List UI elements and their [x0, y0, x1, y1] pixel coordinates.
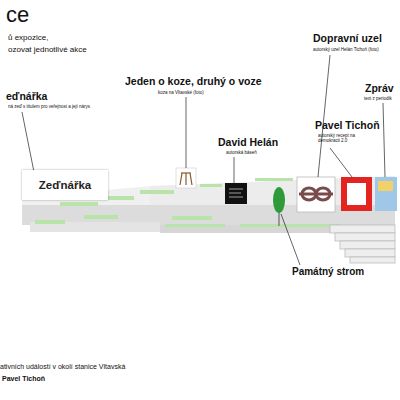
- tree-crown: [273, 187, 285, 213]
- exhibit-note: ná zeď s titulem pro veřejnost a její ná…: [8, 104, 90, 109]
- exhibit-title: Dopravní uzel: [313, 32, 382, 44]
- intro-text: ů expozice,: [8, 33, 48, 42]
- knot-photo: [297, 177, 335, 212]
- exhibit-title: Zpráv: [365, 82, 394, 94]
- exhibit-title: David Helán: [218, 136, 278, 148]
- goat-photo: [176, 168, 196, 188]
- footer-author: Pavel Tichoň: [2, 375, 45, 383]
- footer-text: ativních událostí v okolí stanice Vltavs…: [0, 363, 125, 371]
- exhibit-note: autorský uzel Helán Tichoň (foto): [313, 47, 379, 52]
- intro-text: ozovat jednotlivé akce: [8, 45, 87, 54]
- page-title: ce: [6, 2, 29, 27]
- exhibit-title: Pavel Tichoň: [315, 119, 380, 131]
- exhibit-note: autorská báseň: [226, 150, 257, 155]
- exhibit-note: text z periodik: [364, 96, 392, 101]
- poem-board: [225, 183, 247, 204]
- recipe-board: [341, 177, 372, 211]
- knot: [299, 188, 333, 200]
- panel-title: Zeďnářka: [39, 179, 91, 191]
- poem-lines: [229, 189, 243, 197]
- leader-lines: [22, 55, 385, 265]
- news-board: [375, 177, 397, 211]
- exhibit-title: eďnářka: [6, 90, 47, 102]
- goat-figure: [180, 173, 192, 185]
- stairs: [330, 225, 395, 263]
- exhibit-note: autorský recept na demokracii 2.0: [318, 133, 366, 143]
- exhibit-title: Památný strom: [292, 266, 364, 278]
- exhibit-note: koza na Vltavské (foto): [158, 90, 204, 95]
- exhibit-title: Jeden o koze, druhý o voze: [125, 75, 262, 87]
- recipe-paper: [347, 183, 366, 205]
- news-clip: [378, 181, 393, 191]
- wall-panel: Zeďnářka: [22, 170, 108, 200]
